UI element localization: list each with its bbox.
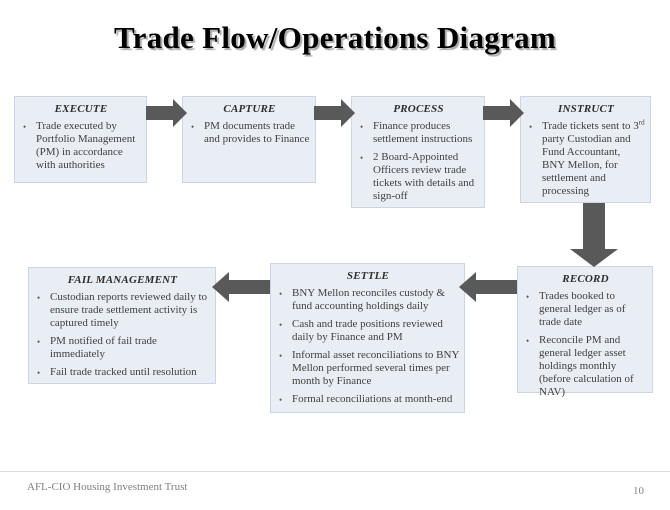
settle-box-title: SETTLE [346, 270, 390, 282]
bullet-text: Cash and trade positions reviewed daily … [292, 318, 443, 343]
execute-box-title: EXECUTE [54, 103, 108, 115]
bullet-marker: • [279, 351, 283, 361]
list-item: • Trades booked to general ledger as of … [524, 290, 647, 329]
list-item: • PM documents trade and provides to Fin… [189, 120, 310, 146]
bullet-text: Fail trade tracked until resolution [50, 366, 197, 378]
bullet-text: 2 Board-Appointed Officers review trade … [373, 151, 475, 202]
arrow-down-icon [570, 203, 618, 267]
arrow-left-icon [459, 272, 517, 302]
record-box: RECORD • Trades booked to general ledger… [517, 266, 653, 398]
footer-divider [0, 471, 670, 472]
bullet-marker: • [191, 122, 195, 132]
list-item: • 2 Board-Appointed Officers review trad… [358, 151, 479, 203]
instruct-bullet-list: • Trade tickets sent to 3rd party Custod… [527, 118, 645, 198]
list-item: • Trade tickets sent to 3rd party Custod… [527, 118, 645, 198]
bullet-marker: • [360, 122, 364, 132]
bullet-text: Formal reconciliations at month-end [292, 393, 453, 405]
fail-management-box: FAIL MANAGEMENT • Custodian reports revi… [28, 267, 216, 384]
bullet-marker: • [37, 368, 41, 378]
record-bullet-list: • Trades booked to general ledger as of … [524, 290, 647, 399]
bullet-text: Finance produces settlement instructions [373, 120, 473, 145]
bullet-marker: • [360, 153, 364, 163]
arrow-left-icon [212, 272, 270, 302]
bullet-text: PM documents trade and provides to Finan… [204, 120, 310, 145]
bullet-text: Trade executed by Portfolio Management (… [36, 120, 136, 171]
bullet-marker: • [279, 289, 283, 299]
bullet-text: PM notified of fail trade immediately [50, 335, 157, 360]
arrow-right-icon [483, 99, 524, 127]
bullet-marker: • [279, 320, 283, 330]
settle-bullet-list: • BNY Mellon reconciles custody & fund a… [277, 287, 459, 407]
bullet-marker: • [23, 122, 27, 132]
list-item: • Formal reconciliations at month-end [277, 393, 459, 407]
fail-management-bullet-list: • Custodian reports reviewed daily to en… [35, 291, 210, 380]
settle-box: SETTLE • BNY Mellon reconciles custody &… [270, 263, 465, 413]
bullet-marker: • [529, 122, 533, 132]
list-item: • Reconcile PM and general ledger asset … [524, 334, 647, 399]
page-title: Trade Flow/Operations Diagram [113, 20, 557, 55]
list-item: • PM notified of fail trade immediately [35, 335, 210, 361]
fail-management-box-title: FAIL MANAGEMENT [67, 274, 178, 286]
list-item: • Fail trade tracked until resolution [35, 366, 210, 380]
footer-text: AFL-CIO Housing Investment Trust [27, 481, 188, 493]
page-number: 10 [633, 485, 644, 497]
bullet-marker: • [526, 292, 530, 302]
bullet-marker: • [526, 336, 530, 346]
bullet-marker: • [37, 337, 41, 347]
capture-bullet-list: • PM documents trade and provides to Fin… [189, 120, 310, 146]
list-item: • Custodian reports reviewed daily to en… [35, 291, 210, 330]
bullet-marker: • [37, 293, 41, 303]
bullet-text: Custodian reports reviewed daily to ensu… [50, 291, 208, 329]
capture-box-title: CAPTURE [223, 103, 276, 115]
execute-bullet-list: • Trade executed by Portfolio Management… [21, 120, 141, 172]
bullet-text: Reconcile PM and general ledger asset ho… [539, 334, 634, 398]
bullet-marker: • [279, 395, 283, 405]
process-box-title: PROCESS [393, 103, 444, 115]
process-bullet-list: • Finance produces settlement instructio… [358, 120, 479, 203]
bullet-text: BNY Mellon reconciles custody & fund acc… [292, 287, 445, 312]
arrow-right-icon [314, 99, 355, 127]
capture-box: CAPTURE • PM documents trade and provide… [182, 96, 316, 183]
bullet-text: Trades booked to general ledger as of tr… [539, 290, 626, 328]
process-box: PROCESS • Finance produces settlement in… [351, 96, 485, 208]
list-item: • BNY Mellon reconciles custody & fund a… [277, 287, 459, 313]
instruct-box-title: INSTRUCT [558, 103, 614, 115]
record-box-title: RECORD [562, 273, 609, 285]
arrow-right-icon [146, 99, 187, 127]
instruct-box: INSTRUCT • Trade tickets sent to 3rd par… [520, 96, 651, 203]
list-item: • Informal asset reconciliations to BNY … [277, 349, 459, 388]
list-item: • Cash and trade positions reviewed dail… [277, 318, 459, 344]
list-item: • Trade executed by Portfolio Management… [21, 120, 141, 172]
bullet-text: Informal asset reconciliations to BNY Me… [292, 349, 459, 387]
execute-box: EXECUTE • Trade executed by Portfolio Ma… [14, 96, 147, 183]
list-item: • Finance produces settlement instructio… [358, 120, 479, 146]
bullet-text: Trade tickets sent to 3rd party Custodia… [542, 118, 645, 197]
